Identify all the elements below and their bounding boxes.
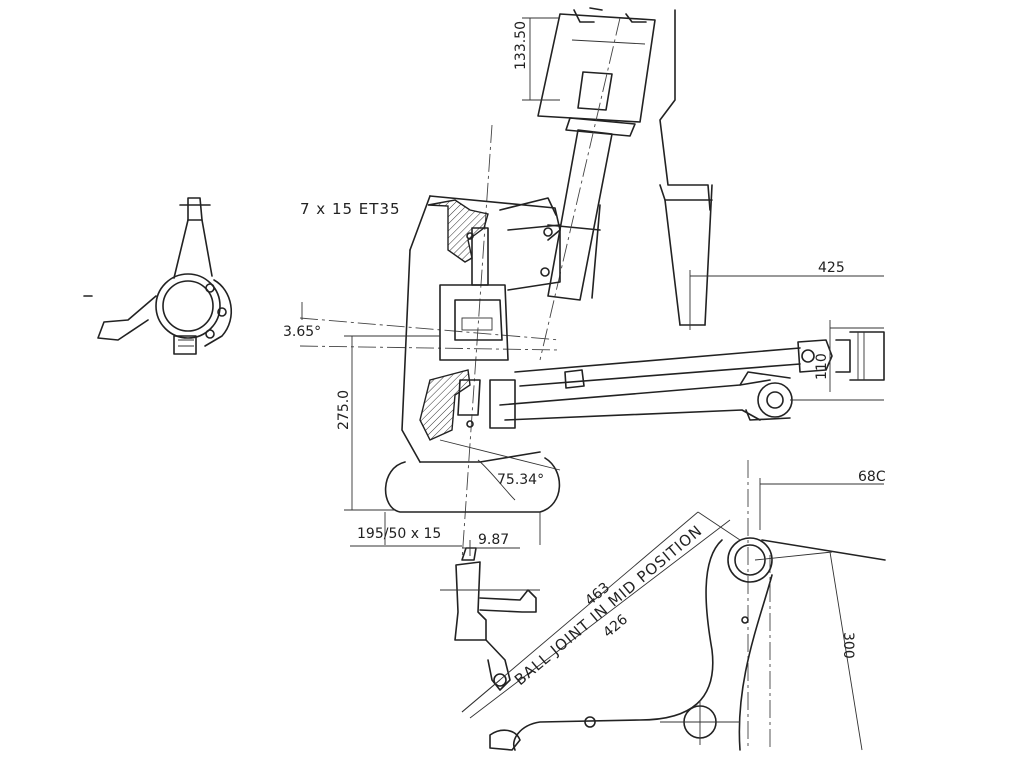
dim-wheel-height: 275.0 xyxy=(336,390,352,430)
tie-rod xyxy=(514,331,885,389)
lower-wishbone xyxy=(489,371,793,429)
body-member xyxy=(659,9,713,326)
dim-arm-upper: 425 xyxy=(818,260,845,276)
dim-camber: 3.65° xyxy=(283,324,321,340)
dim-offset-110: 110 xyxy=(814,353,830,380)
dimension-lines xyxy=(301,17,884,751)
steering-knuckle-lower xyxy=(440,547,540,751)
centrelines xyxy=(299,17,771,750)
dim-arm-lower: 68C xyxy=(858,469,886,485)
dim-kpi-angle: 75.34° xyxy=(497,472,544,488)
dim-scrub: 9.87 xyxy=(478,532,509,548)
tyre-spec-label: 195/50 x 15 xyxy=(357,526,441,542)
lower-control-arm xyxy=(513,537,886,751)
dim-link-300: 300 xyxy=(840,632,856,659)
wheel-rim xyxy=(401,195,561,463)
dim-strut-top: 133.50 xyxy=(513,21,529,70)
wheel-spec-label: 7 x 15 ET35 xyxy=(300,200,401,218)
ball-joint-note: BALL JOINT IN MID POSITION xyxy=(511,521,706,689)
strut-assembly xyxy=(537,7,656,301)
knuckle-side-view xyxy=(83,197,232,355)
tyre xyxy=(384,457,561,513)
